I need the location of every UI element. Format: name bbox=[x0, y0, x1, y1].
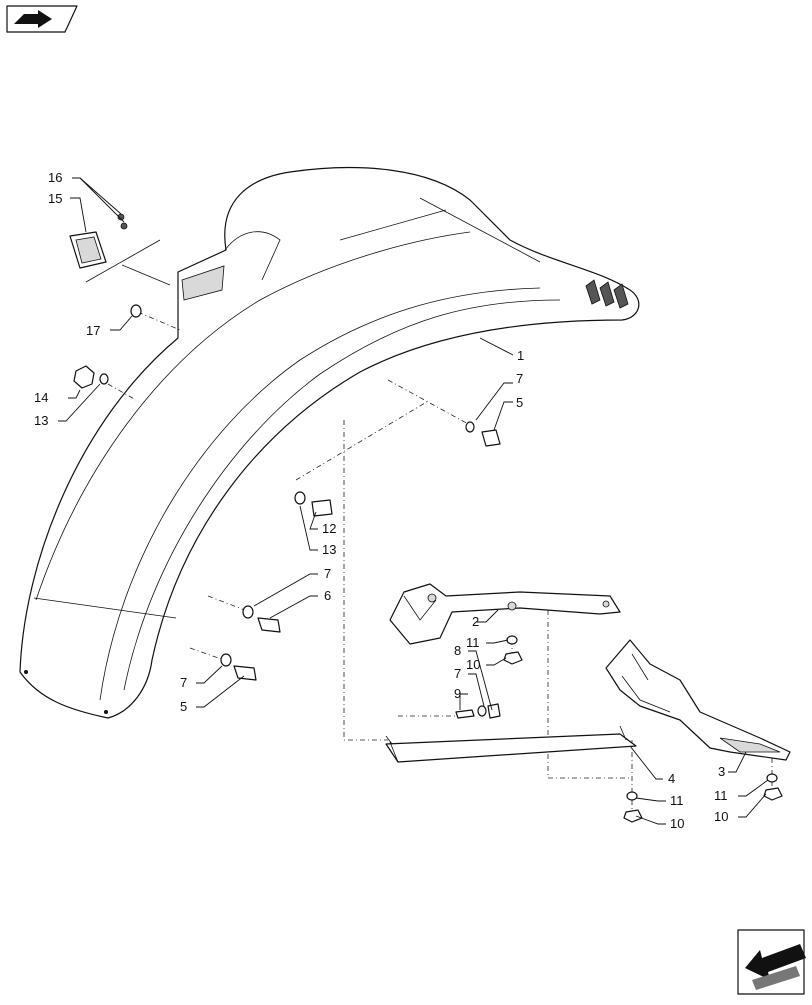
label-7-b: 7 bbox=[324, 566, 331, 581]
label-11-c: 11 bbox=[714, 788, 728, 803]
hardware bbox=[73, 304, 783, 823]
reflector-assembly bbox=[69, 213, 171, 286]
label-7-d: 7 bbox=[454, 666, 461, 681]
label-15: 15 bbox=[48, 191, 62, 206]
label-13-a: 13 bbox=[34, 413, 48, 428]
label-2: 2 bbox=[472, 614, 479, 629]
label-8: 8 bbox=[454, 643, 461, 658]
label-5-a: 5 bbox=[516, 395, 523, 410]
label-10-a: 10 bbox=[466, 657, 480, 672]
label-17: 17 bbox=[86, 323, 100, 338]
callout-labels: 16 15 17 1 7 5 14 13 12 13 7 6 7 5 2 11 … bbox=[34, 170, 728, 831]
label-16: 16 bbox=[48, 170, 62, 185]
label-11-a: 11 bbox=[466, 635, 480, 650]
label-11-b: 11 bbox=[670, 793, 684, 808]
label-10-c: 10 bbox=[714, 809, 728, 824]
book-arrow-icon[interactable] bbox=[6, 5, 78, 33]
label-5-b: 5 bbox=[180, 699, 187, 714]
leader-lines bbox=[58, 177, 769, 825]
label-14: 14 bbox=[34, 390, 48, 405]
label-10-b: 10 bbox=[670, 816, 684, 831]
previous-arrow-icon[interactable] bbox=[737, 929, 806, 995]
label-3: 3 bbox=[718, 764, 725, 779]
label-9: 9 bbox=[454, 686, 461, 701]
fender-body bbox=[19, 166, 640, 719]
label-7-a: 7 bbox=[516, 371, 523, 386]
front-bracket bbox=[389, 583, 621, 645]
label-1: 1 bbox=[517, 348, 524, 363]
support-plate bbox=[385, 725, 637, 763]
label-7-c: 7 bbox=[180, 675, 187, 690]
label-13-b: 13 bbox=[322, 542, 336, 557]
label-6: 6 bbox=[324, 588, 331, 603]
label-4: 4 bbox=[668, 771, 675, 786]
rear-bracket bbox=[605, 639, 791, 761]
label-12: 12 bbox=[322, 521, 336, 536]
